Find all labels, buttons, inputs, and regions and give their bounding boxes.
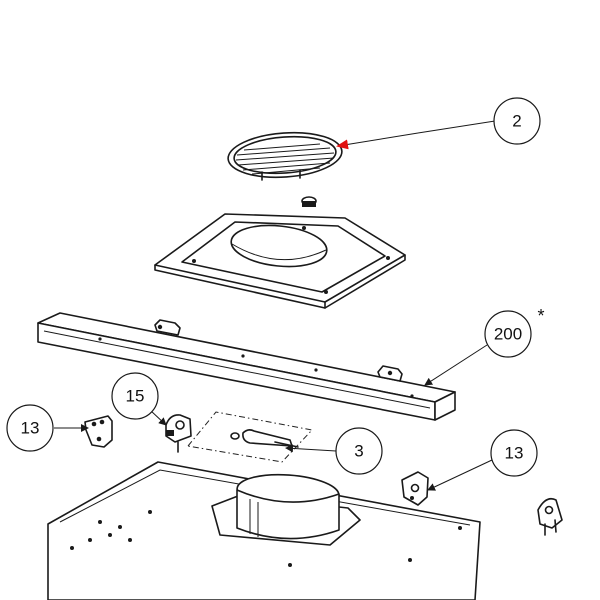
- callout-2: 2: [493, 97, 541, 145]
- front-rail-part: [37, 312, 456, 421]
- callout-200: 200 *: [484, 306, 545, 358]
- callout-3: 3: [335, 427, 383, 475]
- round-grille-part: [227, 131, 343, 181]
- callout-200-label: 200: [494, 325, 522, 344]
- leader-2: [417, 120, 496, 134]
- callout-200-asterisk: *: [537, 306, 544, 326]
- leader-200: [424, 344, 488, 386]
- callout-13-right: 13: [490, 429, 538, 477]
- leader-15: [149, 409, 167, 426]
- gasket-ring: [301, 196, 317, 207]
- motor-box-body: [47, 461, 481, 600]
- adapter-plate-part: [154, 213, 406, 309]
- callout-2-label: 2: [512, 112, 521, 131]
- bracket-part-15: [165, 414, 192, 453]
- latch-part-3: [187, 411, 313, 463]
- leader-3: [285, 444, 337, 453]
- bracket-right-edge: [537, 497, 563, 536]
- callout-13-left-label: 13: [21, 419, 40, 438]
- callout-15-label: 15: [126, 387, 145, 406]
- bracket-part-13-left: [84, 415, 113, 448]
- callout-15: 15: [111, 372, 159, 420]
- bracket-part-13-right: [401, 471, 429, 506]
- callout-13-left: 13: [6, 404, 54, 452]
- callout-3-label: 3: [354, 442, 363, 461]
- callout-13-right-label: 13: [505, 444, 524, 463]
- leader-13-right: [427, 459, 493, 491]
- red-pointer-arrow: [336, 132, 419, 150]
